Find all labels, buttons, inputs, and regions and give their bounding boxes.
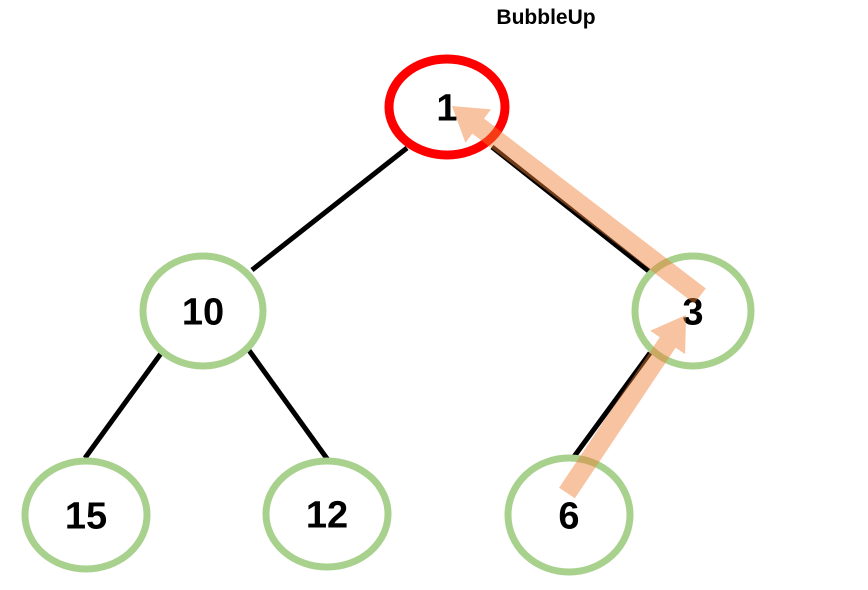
bubbleup-arrow-6-to-3 (559, 315, 686, 499)
tree-node-10: 10 (139, 252, 267, 370)
tree-node-3: 3 (631, 252, 755, 370)
tree-node-3-circle (631, 252, 755, 370)
tree-node-3-label: 3 (682, 291, 703, 333)
tree-node-6-label: 6 (558, 495, 579, 537)
bubbleup-arrow-3-to-1 (452, 106, 706, 304)
tree-node-12: 12 (262, 457, 392, 571)
tree-edge-10-12 (245, 347, 331, 462)
tree-edge-1-3 (490, 145, 652, 274)
tree-node-15: 15 (21, 457, 151, 573)
tree-edge-3-6 (570, 351, 653, 460)
tree-node-10-circle (139, 252, 267, 370)
tree-node-12-label: 12 (306, 494, 348, 536)
tree-node-12-circle (262, 457, 392, 571)
tree-node-15-label: 15 (65, 495, 107, 537)
tree-node-6-circle (504, 454, 634, 576)
tree-node-6: 6 (504, 454, 634, 576)
tree-edge-1-10 (250, 146, 409, 272)
tree-node-1: 1 (384, 54, 510, 160)
tree-node-15-circle (21, 457, 151, 573)
tree-edge-10-15 (82, 350, 165, 460)
tree-node-1-label: 1 (436, 87, 457, 129)
diagram-title: BubbleUp (496, 6, 596, 29)
tree-node-10-label: 10 (182, 291, 224, 333)
tree-node-1-circle (384, 54, 510, 160)
